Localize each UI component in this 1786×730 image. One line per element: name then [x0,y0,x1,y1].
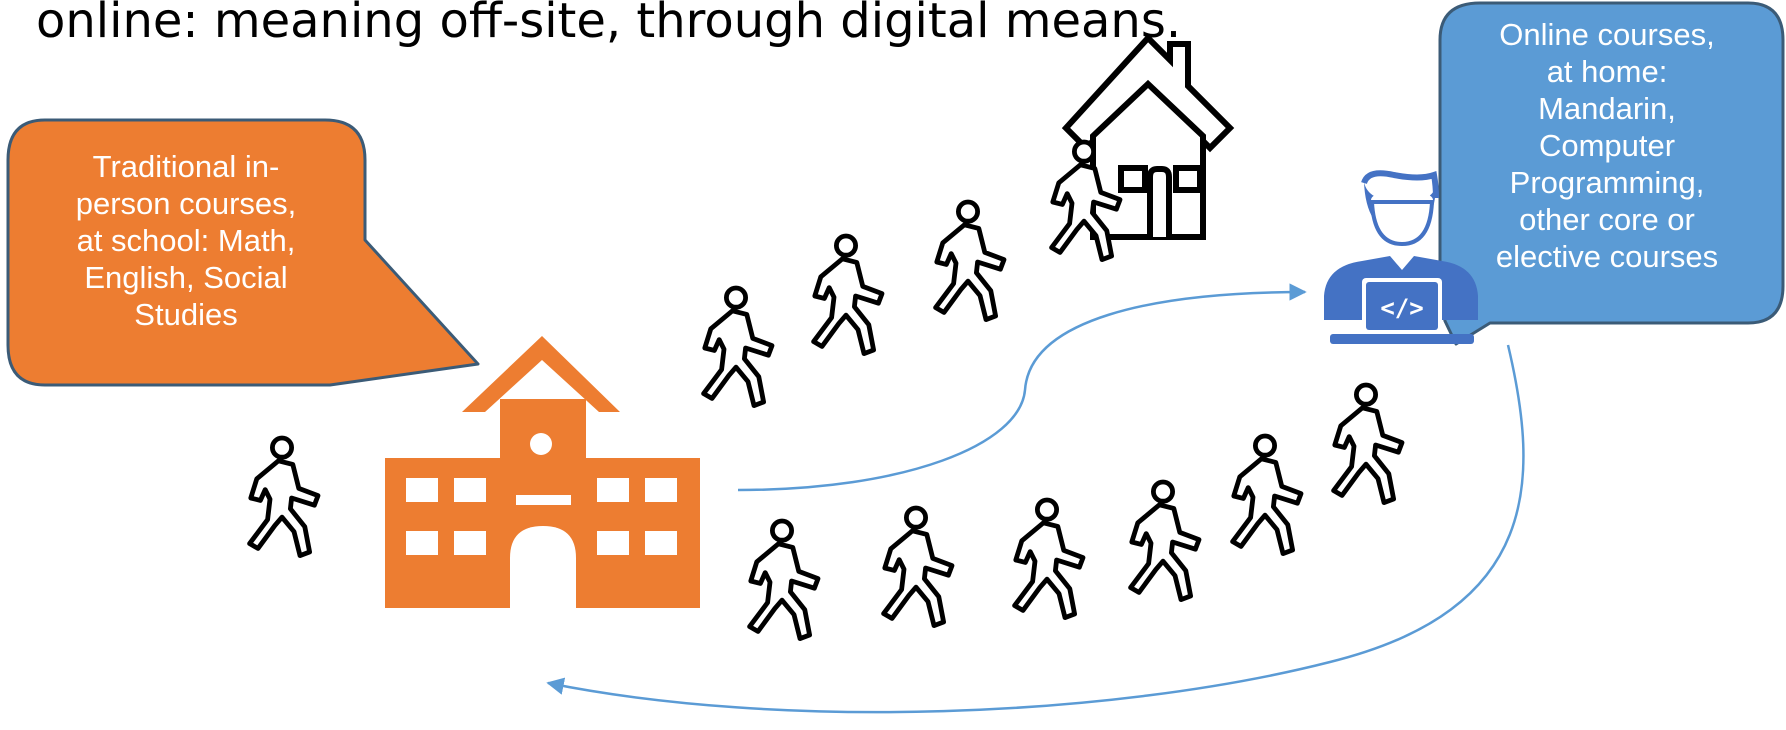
online-bubble-line: other core or [1519,202,1695,237]
walking-person-icon [1015,500,1083,618]
walking-person-icon [704,288,772,406]
online-bubble-line: Online courses, [1499,17,1715,52]
online-bubble-text: Online courses, at home: Mandarin, Compu… [1444,16,1770,275]
school-bubble-text: Traditional in- person courses, at schoo… [18,148,354,333]
walking-person-icon [1233,436,1301,554]
online-bubble-line: Mandarin, [1538,91,1676,126]
school-bubble-line: Studies [134,297,238,332]
school-speech-bubble [6,118,480,387]
headline-text: online: meaning off-site, through digita… [36,0,1182,49]
online-bubble-line: Programming, [1509,165,1705,200]
school-bubble-line: Traditional in- [92,149,280,184]
walking-person-icon [814,236,882,354]
online-bubble-line: at home: [1546,54,1668,89]
online-speech-bubble [1438,1,1785,346]
person-at-laptop-icon [1324,170,1478,344]
to-online-arrow [737,283,1307,492]
laptop-code-label: </> [1380,294,1423,322]
walking-person-icon [936,202,1004,320]
walking-person-icon [750,521,818,639]
return-to-school-arrow [546,344,1525,714]
walking-person-icon [884,508,952,626]
school-bubble-line: English, Social [84,260,288,295]
school-building-icon [385,336,700,608]
walking-person-icon [1334,385,1402,503]
online-bubble-line: elective courses [1495,239,1719,274]
walking-person-icon [250,438,318,556]
school-bubble-line: person courses, [75,186,297,221]
online-bubble-line: Computer [1538,128,1676,163]
school-bubble-line: at school: Math, [76,223,296,258]
walking-person-icon [1131,482,1199,600]
